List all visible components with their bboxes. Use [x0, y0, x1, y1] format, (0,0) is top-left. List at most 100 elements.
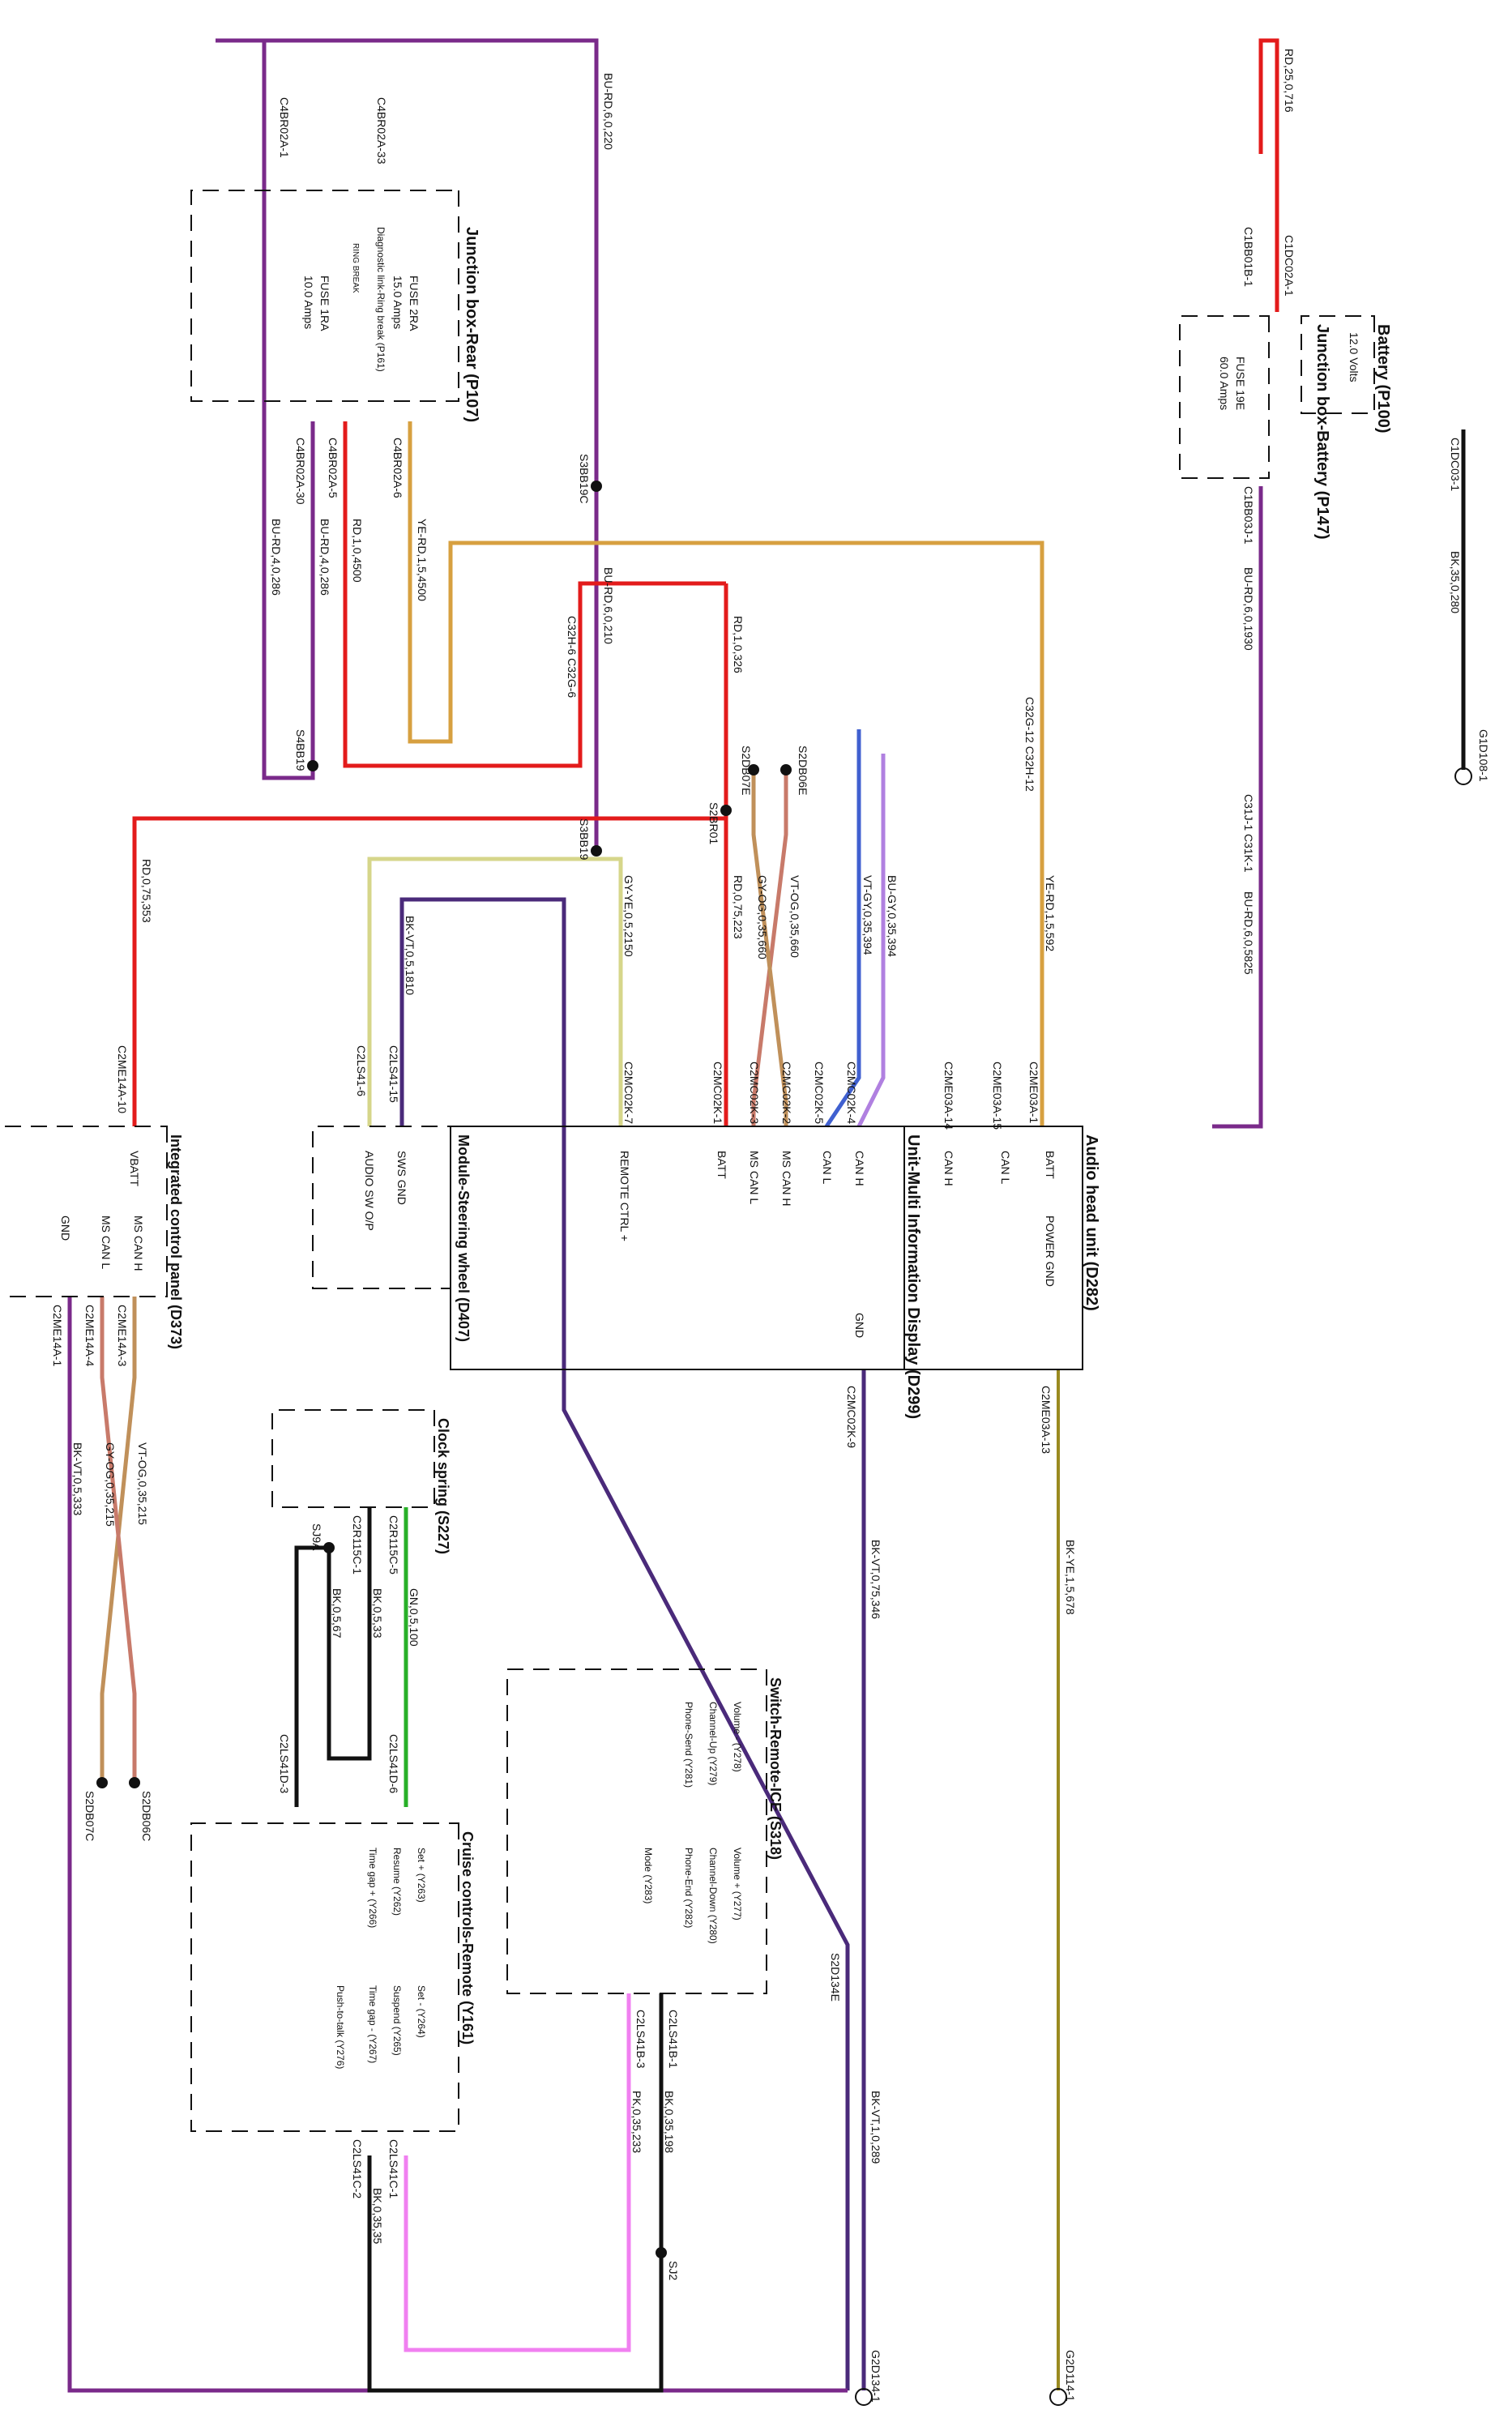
conn-c2me03a-14: C2ME03A-14 — [942, 1062, 955, 1130]
wire-label-gn-100: GN,0,5,100 — [408, 1588, 421, 1647]
wire-label-rd-223: RD,0,75,223 — [732, 875, 745, 939]
wire-label-vt-og-215: VT-OG,0,35,215 — [136, 1442, 149, 1525]
wire-rd-353 — [132, 816, 726, 1126]
wire-label-bu-rd-286a: BU-RD,4,0,286 — [270, 519, 283, 596]
icp-ms-can-h: MS CAN H — [132, 1216, 145, 1271]
conn-c2ls41c-1: C2LS41C-1 — [387, 2139, 400, 2198]
conn-c2mc02k-9: C2MC02K-9 — [845, 1386, 858, 1448]
splice-s2db07c — [96, 1777, 108, 1788]
conn-c2r115c-5: C2R115C-5 — [387, 1515, 400, 1574]
wire-label-rd-326: RD,1,0,326 — [732, 616, 745, 673]
fuse-2ra-amps: 15.0 Amps — [391, 276, 404, 329]
mid-remote: REMOTE CTRL + — [618, 1151, 631, 1241]
conn-s3bb19c: S3BB19C — [578, 454, 591, 503]
cc-push-talk: Push-to-talk (Y276) — [335, 1985, 346, 2069]
wire-pk-233 — [404, 1993, 631, 2352]
fuse-1ra-amps: 10.0 Amps — [302, 276, 315, 329]
wire-bk-198 — [367, 1993, 664, 2393]
conn-c32h6: C32H-6 C32G-6 — [566, 616, 579, 698]
mid-ms-can-h: MS CAN H — [780, 1151, 793, 1206]
conn-c2me14a-10: C2ME14A-10 — [116, 1045, 129, 1113]
wire-bu-gy-394 — [856, 754, 886, 1128]
wire-gy-ye — [367, 857, 623, 1126]
conn-c1dc02a-1: C1DC02A-1 — [1283, 235, 1296, 297]
wire-rd-4500 — [343, 421, 726, 768]
fuse-19e: FUSE 19E — [1234, 357, 1247, 410]
cc-set-minus: Set - (Y264) — [416, 1985, 427, 2038]
conn-s2db06e: S2DB06E — [797, 746, 809, 795]
mid-can-h: CAN H — [853, 1151, 866, 1186]
sw-vol-minus: Volume - (Y278) — [732, 1702, 743, 1772]
conn-c2ls41d-6: C2LS41D-6 — [387, 1734, 400, 1793]
conn-s2d134e: S2D134E — [829, 1953, 842, 2002]
ahu-title: Audio head unit (D282) — [1083, 1134, 1100, 1311]
cruise-box — [190, 1822, 459, 2132]
jb-rear-title: Junction box-Rear (P107) — [463, 227, 481, 422]
wire-ye-rd-4500 — [408, 421, 1044, 1126]
mid-box — [450, 1126, 905, 1370]
ground-g1d108-icon — [1454, 767, 1472, 785]
splice-s2db06c — [129, 1777, 140, 1788]
wire-bu-rd-220 — [216, 38, 599, 486]
wire-rd-25 — [1258, 38, 1279, 312]
wire-bk-vt-1810 — [399, 897, 850, 2390]
mid-title: Unit-Multi Information Display (D299) — [904, 1134, 922, 1419]
conn-s2db07e: S2DB07E — [740, 746, 753, 795]
wire-label-ye-rd-592: YE-RD,1,5,592 — [1044, 875, 1057, 951]
wire-bu-rd-1930 — [1212, 486, 1263, 1129]
switch-remote-title: Switch-Remote-ICE (S318) — [767, 1677, 784, 1860]
icp-gnd: GND — [59, 1216, 72, 1241]
wire-label-bu-rd-5825: BU-RD,6,0,5825 — [1242, 891, 1255, 975]
wire-label-rd-4500: RD,1,0,4500 — [351, 519, 364, 583]
mid-can-l: CAN L — [821, 1151, 834, 1184]
conn-c2ls41b-1: C2LS41B-1 — [667, 2010, 680, 2069]
fuse-2ra: FUSE 2RA — [408, 276, 421, 331]
conn-c2ls41c-2: C2LS41C-2 — [351, 2139, 364, 2198]
ahu-can-l: CAN L — [999, 1151, 1012, 1184]
switch-remote-box — [506, 1668, 767, 1994]
wire-label-bk-33: BK,0,5,33 — [371, 1588, 384, 1638]
wire-label-rd-353: RD,0,75,353 — [140, 859, 153, 923]
conn-c1bb01b-1: C1BB01B-1 — [1242, 227, 1255, 287]
wire-bk-vt-333 — [67, 1297, 848, 2393]
conn-c2mc02k-1: C2MC02K-1 — [711, 1062, 724, 1124]
wire-gy-og-215 — [100, 1297, 137, 1783]
conn-c2mc02k-3: C2MC02K-3 — [748, 1062, 761, 1124]
conn-s3bb19: S3BB19 — [578, 818, 591, 861]
ground-g2d134-icon — [855, 2388, 873, 2406]
battery-box — [1301, 315, 1375, 414]
conn-c2me14a-4: C2ME14A-4 — [83, 1305, 96, 1366]
conn-c1bb03j-1: C1BB03J-1 — [1242, 486, 1255, 545]
wire-bu-rd-286 — [216, 38, 315, 780]
wire-label-vt-og-660: VT-OG,0,35,660 — [788, 875, 801, 958]
wire-label-pk-233: PK,0,35,233 — [630, 2091, 643, 2153]
ahu-can-h: CAN H — [942, 1151, 955, 1186]
clock-spring-title: Clock spring (S227) — [435, 1418, 451, 1554]
wire-label-bu-rd-1930: BU-RD,6,0,1930 — [1242, 567, 1255, 651]
conn-sj2: SJ2 — [667, 2261, 680, 2280]
cc-suspend: Suspend (Y265) — [391, 1985, 403, 2056]
conn-s2db06c: S2DB06C — [140, 1791, 153, 1841]
mid-ms-can-l: MS CAN L — [748, 1151, 761, 1204]
conn-c4br02a-1: C4BR02A-1 — [278, 97, 291, 158]
cruise-title: Cruise controls-Remote (Y161) — [459, 1831, 476, 2044]
audio-sw: AUDIO SW O/P — [363, 1151, 376, 1231]
cc-set-plus: Set + (Y263) — [416, 1848, 427, 1903]
sw-wheel-title: Module-Steering wheel (D407) — [455, 1134, 472, 1342]
conn-g2d134-1: G2D134-1 — [869, 2350, 882, 2403]
fuse-1ra: FUSE 1RA — [318, 276, 331, 331]
splice-sj9a — [323, 1542, 335, 1553]
conn-c4br02a-5: C4BR02A-5 — [327, 438, 340, 498]
ground-g2d114-icon — [1049, 2388, 1067, 2406]
fuse-19e-amps: 60.0 Amps — [1218, 357, 1231, 410]
diag-link: Diagnostic link-Ring break (P161) — [375, 227, 387, 372]
wire-label-gy-ye-2150: GY-YE,0,5,2150 — [622, 875, 635, 957]
sw-phone-send: Phone-Send (Y281) — [683, 1702, 694, 1788]
icp-vbatt: VBATT — [128, 1151, 141, 1187]
conn-c31j-1: C31J-1 C31K-1 — [1242, 794, 1255, 873]
conn-s4bb19: S4BB19 — [294, 729, 307, 771]
wire-label-bk-67: BK,0,5,67 — [331, 1588, 344, 1638]
sw-phone-end: Phone-End (Y282) — [683, 1848, 694, 1928]
mid-gnd: GND — [853, 1313, 866, 1338]
